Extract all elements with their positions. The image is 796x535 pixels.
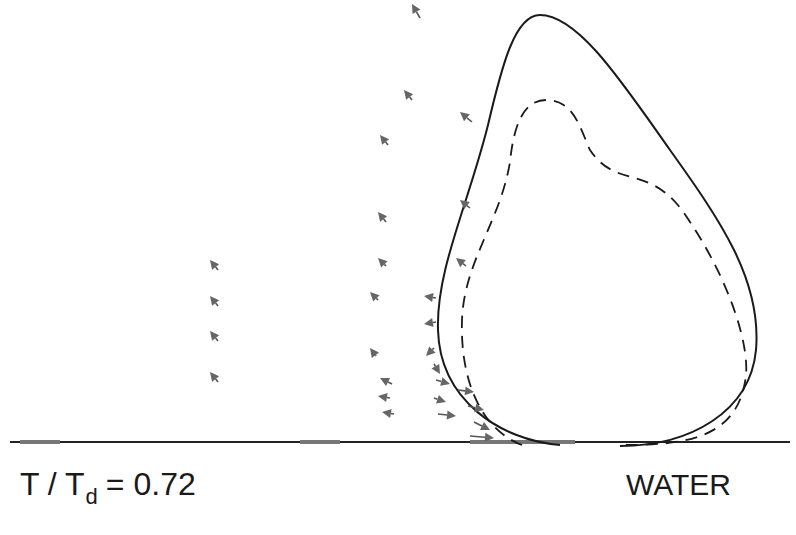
vector-head <box>210 296 219 306</box>
vector-head <box>380 378 390 386</box>
vector-shaft <box>432 348 434 350</box>
vector-head <box>210 260 219 270</box>
vector-shaft <box>384 264 386 266</box>
vector-head <box>465 386 474 395</box>
vector-head <box>378 258 388 268</box>
vector-head <box>382 409 392 418</box>
vector-shaft <box>434 364 435 366</box>
vector-head <box>370 348 379 358</box>
vector-head <box>370 292 380 302</box>
vector-head <box>404 90 413 100</box>
bubble-dashed-outline <box>462 100 746 445</box>
vector-head <box>424 293 434 302</box>
vector-shaft <box>410 97 412 100</box>
vector-head <box>426 346 436 356</box>
vector-shaft <box>216 379 218 382</box>
vector-head <box>485 433 494 442</box>
vector-shaft <box>463 264 466 266</box>
vector-head <box>424 318 434 327</box>
vector-head <box>378 393 388 402</box>
vector-head <box>440 377 450 386</box>
vector-shaft <box>216 267 218 270</box>
vector-shaft <box>436 380 441 382</box>
vector-head <box>447 411 456 420</box>
vector-shaft <box>468 406 475 408</box>
vector-shaft <box>434 398 437 399</box>
vector-shaft <box>384 219 386 222</box>
vector-head <box>380 135 389 145</box>
vector-shaft <box>458 389 465 391</box>
vector-head <box>460 112 470 121</box>
vector-shaft <box>216 338 218 341</box>
velocity-vectors <box>210 4 494 442</box>
vector-shaft <box>386 142 388 145</box>
fluid-label: WATER <box>626 470 731 500</box>
vector-shaft <box>467 118 472 122</box>
vector-shaft <box>433 321 436 323</box>
vector-shaft <box>376 298 378 300</box>
vector-shaft <box>467 206 470 208</box>
vector-shaft <box>388 382 392 384</box>
vector-shaft <box>474 422 482 426</box>
vector-head <box>474 403 484 412</box>
vector-head <box>436 395 446 404</box>
vector-head <box>210 331 219 341</box>
vector-shaft <box>391 413 394 415</box>
vector-shaft <box>416 12 420 18</box>
vector-head <box>480 422 490 430</box>
vector-head <box>412 4 420 14</box>
bubble-outline <box>438 15 757 446</box>
vector-shaft <box>470 436 485 437</box>
vector-head <box>456 258 466 267</box>
vector-shaft <box>438 414 447 415</box>
vector-head <box>460 200 470 209</box>
vector-shaft <box>433 297 436 299</box>
vector-head <box>432 364 440 374</box>
ratio-label: T / T <box>20 468 85 500</box>
vector-head <box>378 212 387 222</box>
vector-head <box>210 372 219 382</box>
vector-shaft <box>216 303 218 306</box>
ratio-value: = 0.72 <box>106 468 196 500</box>
wall-marks <box>20 440 575 444</box>
ratio-subscript: d <box>86 486 98 508</box>
vector-shaft <box>387 397 390 399</box>
